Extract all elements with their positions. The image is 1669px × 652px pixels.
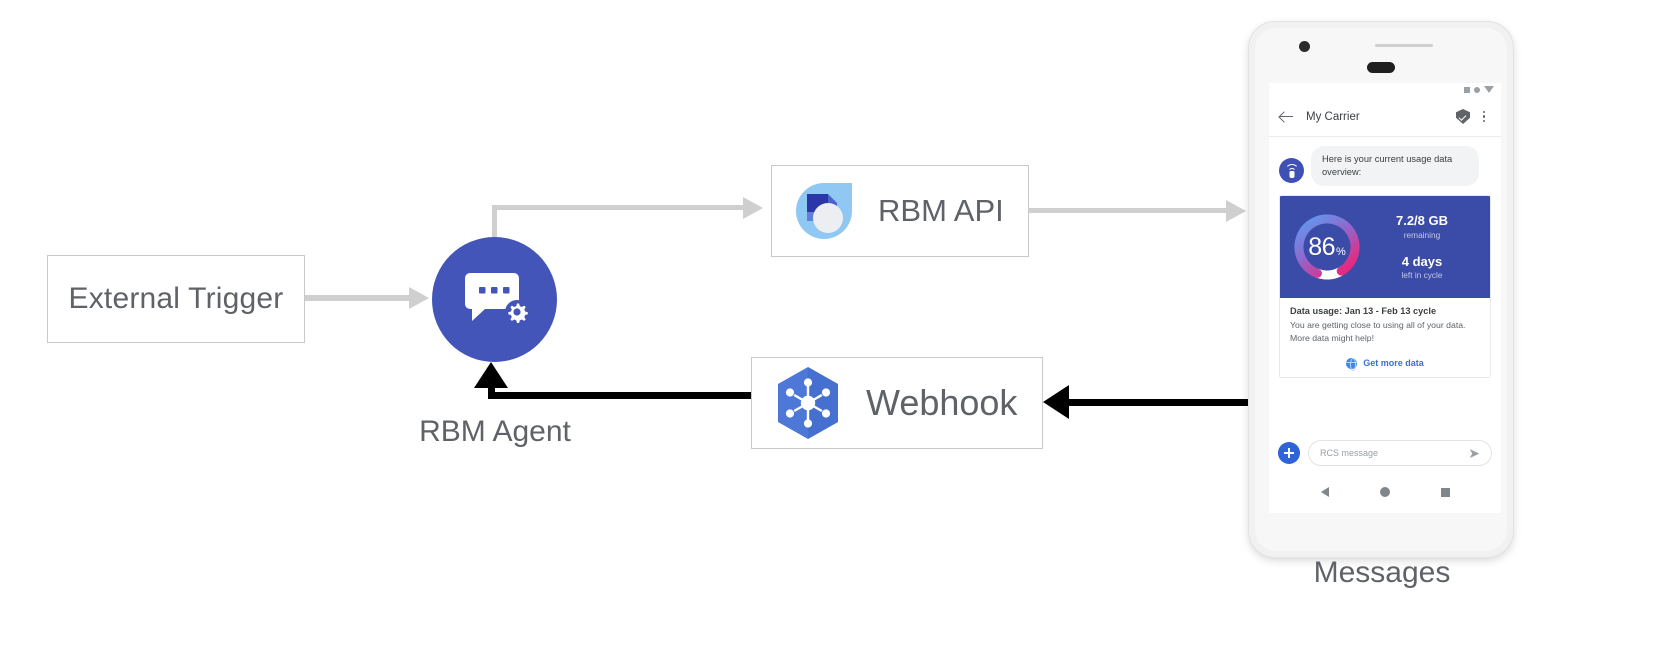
rbm-droplet-icon xyxy=(796,183,852,239)
chat-gear-icon xyxy=(464,272,528,324)
app-bar: My Carrier xyxy=(1269,97,1501,137)
webhook-label: Webhook xyxy=(866,382,1018,423)
rbm-agent-node[interactable] xyxy=(432,237,557,362)
webhook-hexagon-icon xyxy=(778,367,838,439)
verified-shield-icon xyxy=(1456,109,1470,124)
back-arrow-icon[interactable] xyxy=(1279,109,1294,124)
phone-speaker-icon xyxy=(1367,62,1395,73)
usage-stats: 7.2/8 GB remaining 4 days left in cycle xyxy=(1364,213,1480,281)
message-row: Here is your current usage data overview… xyxy=(1269,146,1501,187)
rcs-message-placeholder: RCS message xyxy=(1320,448,1379,458)
rich-card-title: Data usage: Jan 13 - Feb 13 cycle xyxy=(1290,306,1437,317)
phone-sensor-icon xyxy=(1375,44,1433,47)
connector-api-to-phone xyxy=(1029,208,1227,213)
gauge-value: 86 xyxy=(1308,232,1336,261)
send-arrow-icon[interactable]: ➤ xyxy=(1468,445,1480,461)
connector-phone-to-webhook xyxy=(1069,399,1259,406)
messages-caption: Messages xyxy=(1313,556,1451,589)
nav-home-icon[interactable] xyxy=(1379,487,1390,497)
connector-webhook-to-agent-vertical xyxy=(488,388,495,399)
android-nav-bar xyxy=(1269,479,1501,505)
wifi-router-icon xyxy=(1279,158,1304,183)
phone-mockup: My Carrier Here is your current usage da… xyxy=(1249,22,1513,557)
square-icon xyxy=(1464,86,1470,93)
days-left-value: 4 days xyxy=(1401,253,1443,269)
rbm-agent-caption: RBM Agent xyxy=(419,415,571,448)
rbm-api-node[interactable]: RBM API xyxy=(771,165,1029,257)
app-title: My Carrier xyxy=(1306,110,1360,123)
days-left-label: left in cycle xyxy=(1401,270,1443,281)
message-bubble: Here is your current usage data overview… xyxy=(1311,146,1479,187)
arrowhead-agent-to-api xyxy=(743,197,763,219)
rcs-message-input[interactable]: RCS message ➤ xyxy=(1308,440,1492,466)
get-more-data-label: Get more data xyxy=(1363,358,1424,369)
status-bar xyxy=(1464,86,1494,93)
external-trigger-node[interactable]: External Trigger xyxy=(47,255,305,343)
rich-card-description: You are getting close to using all of yo… xyxy=(1290,320,1466,343)
rich-card-body: Data usage: Jan 13 - Feb 13 cycle You ar… xyxy=(1280,298,1490,348)
webhook-node[interactable]: Webhook xyxy=(751,357,1043,449)
arrowhead-trigger-to-agent xyxy=(409,287,429,309)
connector-agent-to-api-vertical xyxy=(492,205,497,250)
globe-icon xyxy=(1346,357,1358,371)
rich-card-hero: 86 % 7.2/8 GB remaining 4 days left in c… xyxy=(1280,196,1490,299)
arrowhead-webhook-to-agent xyxy=(474,362,508,388)
message-composer: RCS message ➤ xyxy=(1269,433,1501,473)
connector-trigger-to-agent xyxy=(305,295,410,301)
overflow-menu-icon[interactable] xyxy=(1477,110,1491,123)
arrowhead-phone-to-webhook xyxy=(1043,385,1069,419)
circle-icon xyxy=(1474,86,1480,93)
conversation-thread: Here is your current usage data overview… xyxy=(1269,138,1501,468)
data-remaining-value: 7.2/8 GB xyxy=(1395,213,1449,229)
signal-triangle-icon xyxy=(1484,86,1494,93)
nav-back-icon[interactable] xyxy=(1320,487,1329,497)
gauge-value-wrap: 86 % xyxy=(1290,210,1364,284)
get-more-data-button[interactable]: Get more data xyxy=(1280,349,1490,377)
gauge-unit: % xyxy=(1336,245,1346,258)
data-remaining-label: remaining xyxy=(1403,229,1441,240)
plus-icon[interactable] xyxy=(1278,442,1300,464)
rich-card[interactable]: 86 % 7.2/8 GB remaining 4 days left in c… xyxy=(1279,195,1491,378)
phone-screen: My Carrier Here is your current usage da… xyxy=(1269,83,1501,513)
connector-webhook-to-agent-horizontal xyxy=(488,392,752,399)
connector-agent-to-api-horizontal xyxy=(492,205,744,210)
rbm-api-label: RBM API xyxy=(878,193,1004,228)
phone-camera-icon xyxy=(1299,41,1310,52)
usage-gauge: 86 % xyxy=(1290,210,1364,284)
arrowhead-api-to-phone xyxy=(1226,200,1246,222)
external-trigger-label: External Trigger xyxy=(68,282,284,315)
phone-bezel: My Carrier Here is your current usage da… xyxy=(1255,28,1507,551)
nav-recents-icon[interactable] xyxy=(1440,487,1450,497)
